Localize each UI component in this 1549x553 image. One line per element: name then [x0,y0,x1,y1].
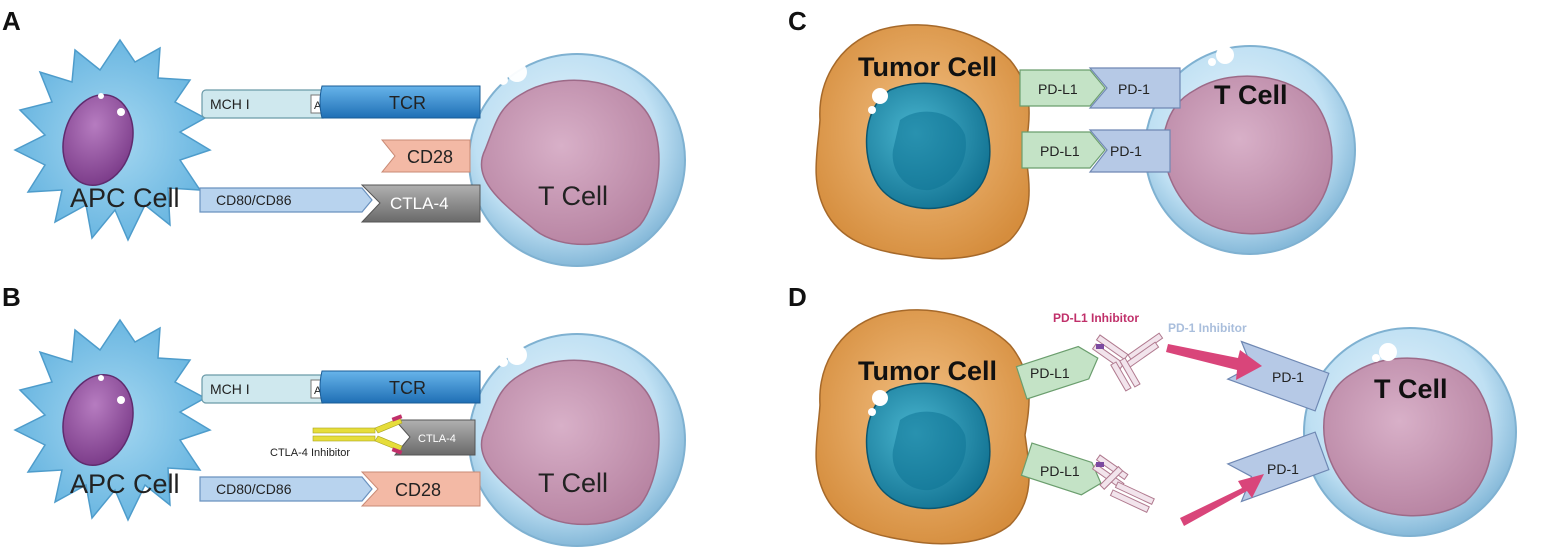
panel-b: B APC Cell T Cell MCH I Ag TCR CTLA-4 CT… [2,282,686,547]
tcell-highlight [1216,46,1234,64]
ctla4-label: CTLA-4 [418,433,456,445]
tcell-highlight-small [498,357,508,367]
apc-nucleus [62,373,134,467]
tumor-highlight-small [868,408,876,416]
cd80-label: CD80/CD86 [216,481,292,497]
pd1-inhibitor-label: PD-1 Inhibitor [1168,321,1247,335]
panel-letter-c: C [788,6,807,36]
apc-nucleus [62,93,134,187]
pd1-inhibitor-arrow-bottom [1180,474,1264,526]
ctla4-inhibitor-antibody [312,414,403,455]
pd1-label-bottom: PD-1 [1110,143,1142,159]
cd28-label: CD28 [407,147,453,167]
tumor-highlight [872,88,888,104]
apc-highlight [117,108,125,116]
tumor-cell-label: Tumor Cell [858,52,997,82]
panel-letter-d: D [788,282,807,312]
pdl1-receptor-top [1015,345,1099,400]
pd1-label-top: PD-1 [1118,81,1150,97]
tumor-highlight [872,390,888,406]
mhc-label: MCH I [210,96,250,112]
apc-highlight-small [98,93,104,99]
pdl1-label-bottom: PD-L1 [1040,463,1080,479]
pd1-label-bottom: PD-1 [1267,461,1299,477]
tcell-label: T Cell [1214,80,1288,110]
ctla4-label: CTLA-4 [390,194,449,213]
ctla4-receptor [360,184,481,223]
panel-letter-b: B [2,282,21,312]
pdl1-receptor-top [1019,69,1106,107]
pd1-receptor-bottom [1088,129,1171,173]
cd80-receptor [199,187,373,213]
pdl1-receptor-bottom [1020,442,1102,496]
pdl1-antibody-tip-bottom [1096,462,1104,467]
tcell-highlight-small [1208,58,1216,66]
tcell-highlight [1379,343,1397,361]
pdl1-inhibitor-antibody-top [1091,332,1164,392]
cd28-receptor [360,471,481,507]
panel-c: C Tumor Cell T Cell PD-L1 PD-1 PD-L1 PD-… [788,6,1356,260]
pd1-receptor-top [1088,67,1181,109]
panel-d: D Tumor Cell T Cell PD-L1 Inhibitor PD-1… [788,282,1517,545]
apc-cell-label: APC Cell [70,469,180,499]
pdl1-inhibitor-label: PD-L1 Inhibitor [1053,311,1139,325]
tcr-receptor [319,85,481,119]
pdl1-antibody-tip-top [1096,344,1104,349]
tcell-nucleus [1323,357,1493,517]
pd1-inhibitor-arrow-top [1166,344,1262,380]
ctla4-inhibitor-label: CTLA-4 Inhibitor [270,447,350,459]
pdl1-label-bottom: PD-L1 [1040,143,1080,159]
tcr-receptor [319,370,481,404]
tcell-highlight-small [498,75,508,85]
tcr-label: TCR [389,93,426,113]
tcell-label: T Cell [538,181,608,211]
tumor-highlight-small [868,106,876,114]
cd80-receptor [199,476,373,502]
cd28-receptor [380,139,471,173]
apc-cell-label: APC Cell [70,183,180,213]
tcell-nucleus [480,359,660,526]
ctla4-receptor [393,419,476,456]
tumor-nucleus-inner [892,111,966,191]
tumor-nucleus-inner [892,411,966,491]
tumor-cell-label: Tumor Cell [858,356,997,386]
panel-letter-a: A [2,6,21,36]
tcell-nucleus [480,79,660,246]
tcell-highlight [507,62,527,82]
tcell-label: T Cell [538,468,608,498]
tcell-highlight [507,345,527,365]
tcell-highlight-small [1372,354,1380,362]
pdl1-receptor-bottom [1021,131,1106,169]
cd28-label: CD28 [395,480,441,500]
cd80-label: CD80/CD86 [216,192,292,208]
pdl1-label-top: PD-L1 [1038,81,1078,97]
pdl1-label-top: PD-L1 [1030,365,1070,381]
tcell-label: T Cell [1374,374,1448,404]
pdl1-inhibitor-antibody-bottom [1091,454,1155,514]
apc-highlight-small [98,375,104,381]
apc-highlight [117,396,125,404]
panel-a: A APC Cell T Cell MCH I Ag TCR CD28 CD80… [2,6,686,267]
mhc-label: MCH I [210,381,250,397]
tcr-label: TCR [389,378,426,398]
pd1-label-top: PD-1 [1272,369,1304,385]
